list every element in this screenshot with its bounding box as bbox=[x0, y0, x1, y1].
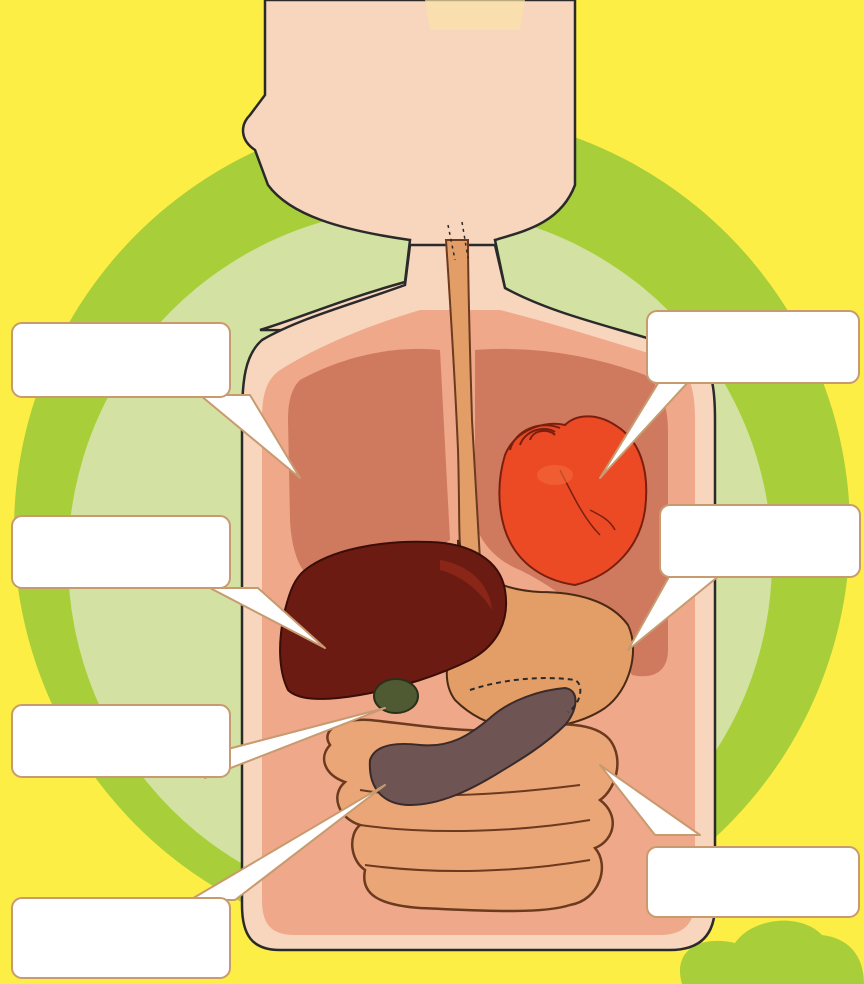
label-box-stomach[interactable] bbox=[660, 505, 860, 577]
label-box-lungs[interactable] bbox=[12, 323, 230, 397]
label-box-intestines[interactable] bbox=[647, 847, 859, 917]
head-highlight bbox=[425, 0, 525, 30]
label-box-liver[interactable] bbox=[12, 516, 230, 588]
gallbladder bbox=[374, 679, 418, 713]
label-box-gallbladder[interactable] bbox=[12, 705, 230, 777]
label-box-heart[interactable] bbox=[647, 311, 859, 383]
label-box-pancreas[interactable] bbox=[12, 898, 230, 978]
heart-highlight bbox=[537, 465, 573, 485]
